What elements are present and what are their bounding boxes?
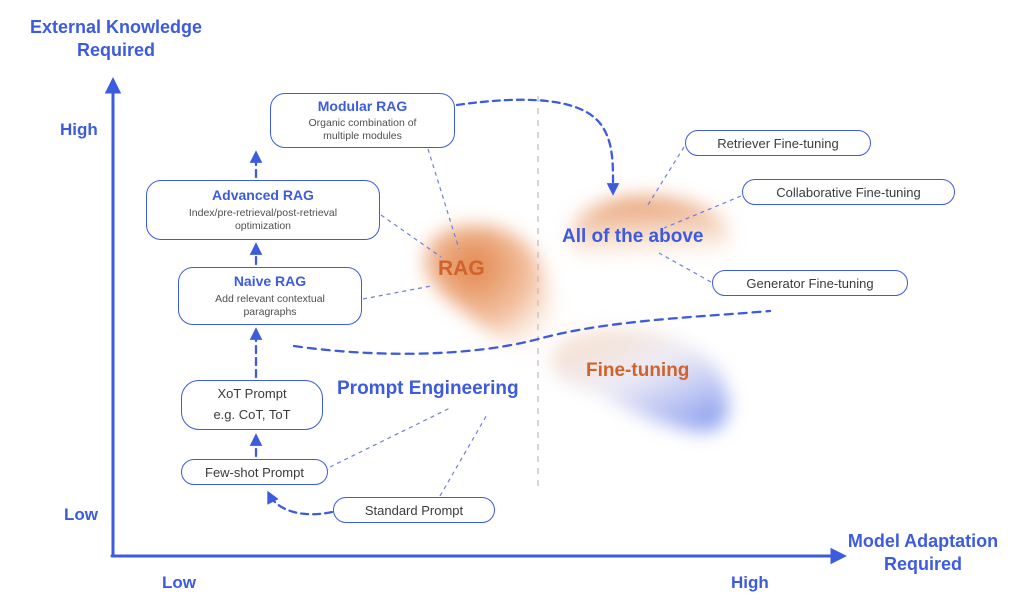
- y-axis-title-line1: External Knowledge: [29, 17, 203, 37]
- leader-naive-to-rag: [362, 285, 432, 300]
- x-axis-title-line1: Model Adaptation: [847, 531, 999, 551]
- xot-prompt-box: XoT Prompt e.g. CoT, ToT: [181, 380, 323, 430]
- modular-rag-box: Modular RAG Organic combination of multi…: [270, 93, 455, 148]
- x-axis-high-label: High: [731, 573, 769, 592]
- advanced-rag-box: Advanced RAG Index/pre-retrieval/post-re…: [146, 180, 380, 240]
- advanced-rag-desc: Index/pre-retrieval/post-retrieval optim…: [189, 207, 337, 233]
- leader-modular-to-rag: [427, 148, 460, 250]
- xot-prompt-line2: e.g. CoT, ToT: [213, 407, 291, 422]
- x-axis-title-line2: Required: [883, 554, 962, 575]
- y-axis-high-label: High: [60, 120, 98, 139]
- naive-rag-desc-line1: Add relevant contextual: [215, 292, 325, 305]
- all-of-the-above-blob: [569, 196, 730, 268]
- few-shot-prompt-box: Few-shot Prompt: [181, 459, 328, 485]
- rag-region-label: RAG: [438, 257, 485, 280]
- naive-rag-desc: Add relevant contextual paragraphs: [215, 293, 325, 319]
- standard-prompt-box: Standard Prompt: [333, 497, 495, 523]
- leader-fewshot-to-prompt-engineering: [329, 406, 453, 468]
- y-axis-title-line2: Required: [76, 40, 155, 61]
- modular-rag-title: Modular RAG: [317, 97, 408, 114]
- leader-collaborative-to-all: [663, 195, 742, 229]
- rag-blob: [424, 225, 556, 355]
- fine-tuning-blob: [551, 328, 729, 432]
- retriever-fine-tuning-box: Retriever Fine-tuning: [685, 130, 871, 156]
- leader-generator-to-all: [658, 252, 712, 283]
- modular-rag-desc: Organic combination of multiple modules: [309, 117, 417, 143]
- x-axis-low-label: Low: [162, 573, 196, 592]
- advanced-rag-desc-line2: optimization: [234, 219, 291, 232]
- arrow-modular-to-all-of-the-above: [455, 98, 620, 196]
- advanced-rag-title: Advanced RAG: [212, 187, 314, 204]
- naive-rag-box: Naive RAG Add relevant contextual paragr…: [178, 267, 362, 325]
- modular-rag-desc-line1: Organic combination of: [308, 117, 417, 130]
- advanced-rag-desc-line1: Index/pre-retrieval/post-retrieval: [188, 206, 338, 219]
- y-axis-low-label: Low: [64, 505, 98, 524]
- leader-standard-to-prompt-engineering: [439, 412, 489, 497]
- naive-rag-title: Naive RAG: [233, 273, 307, 290]
- all-of-the-above-label: All of the above: [562, 226, 704, 247]
- modular-rag-desc-line2: multiple modules: [323, 130, 402, 143]
- leader-retriever-to-all: [645, 146, 685, 209]
- generator-fine-tuning-box: Generator Fine-tuning: [712, 270, 908, 296]
- arrow-standard-to-fewshot: [267, 490, 334, 516]
- xot-prompt-line1: XoT Prompt: [217, 386, 287, 402]
- fine-tuning-label: Fine-tuning: [586, 360, 690, 381]
- boundary-curve: [292, 309, 772, 355]
- prompt-engineering-label: Prompt Engineering: [337, 378, 519, 399]
- y-axis-title: External Knowledge Required: [12, 16, 220, 63]
- x-axis-title: Model Adaptation Required: [828, 530, 1018, 577]
- naive-rag-desc-line2: paragraphs: [243, 305, 297, 318]
- collaborative-fine-tuning-box: Collaborative Fine-tuning: [742, 179, 955, 205]
